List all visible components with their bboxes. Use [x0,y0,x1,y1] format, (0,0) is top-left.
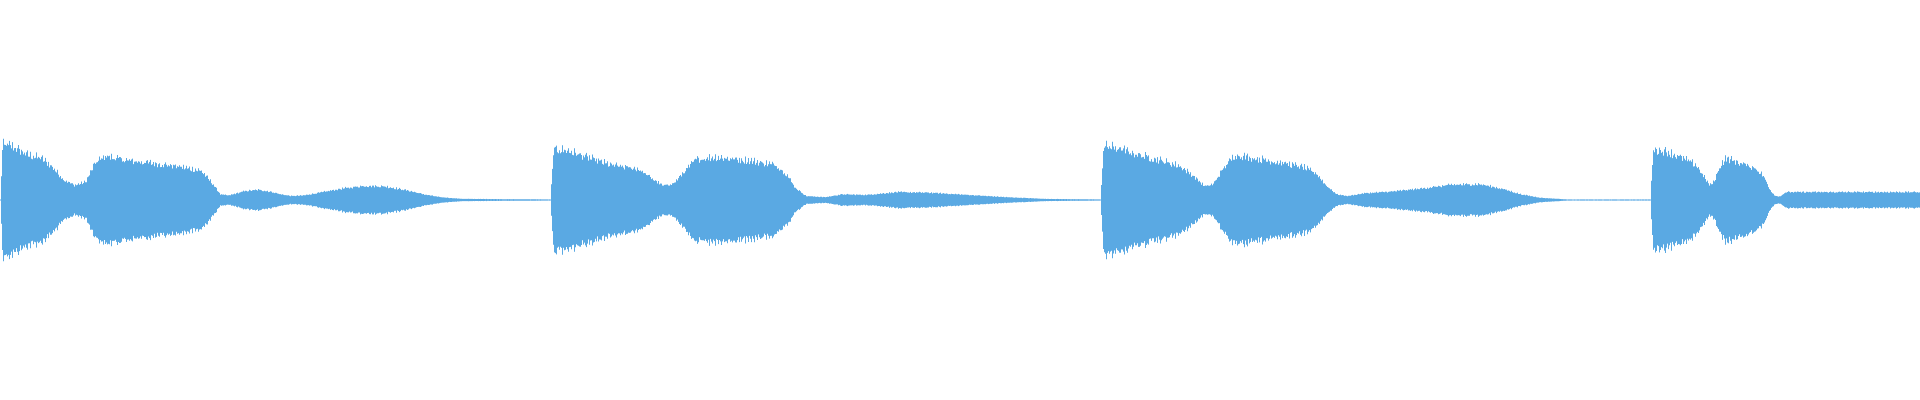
waveform-path [0,138,1920,262]
waveform-bars [0,138,1920,262]
